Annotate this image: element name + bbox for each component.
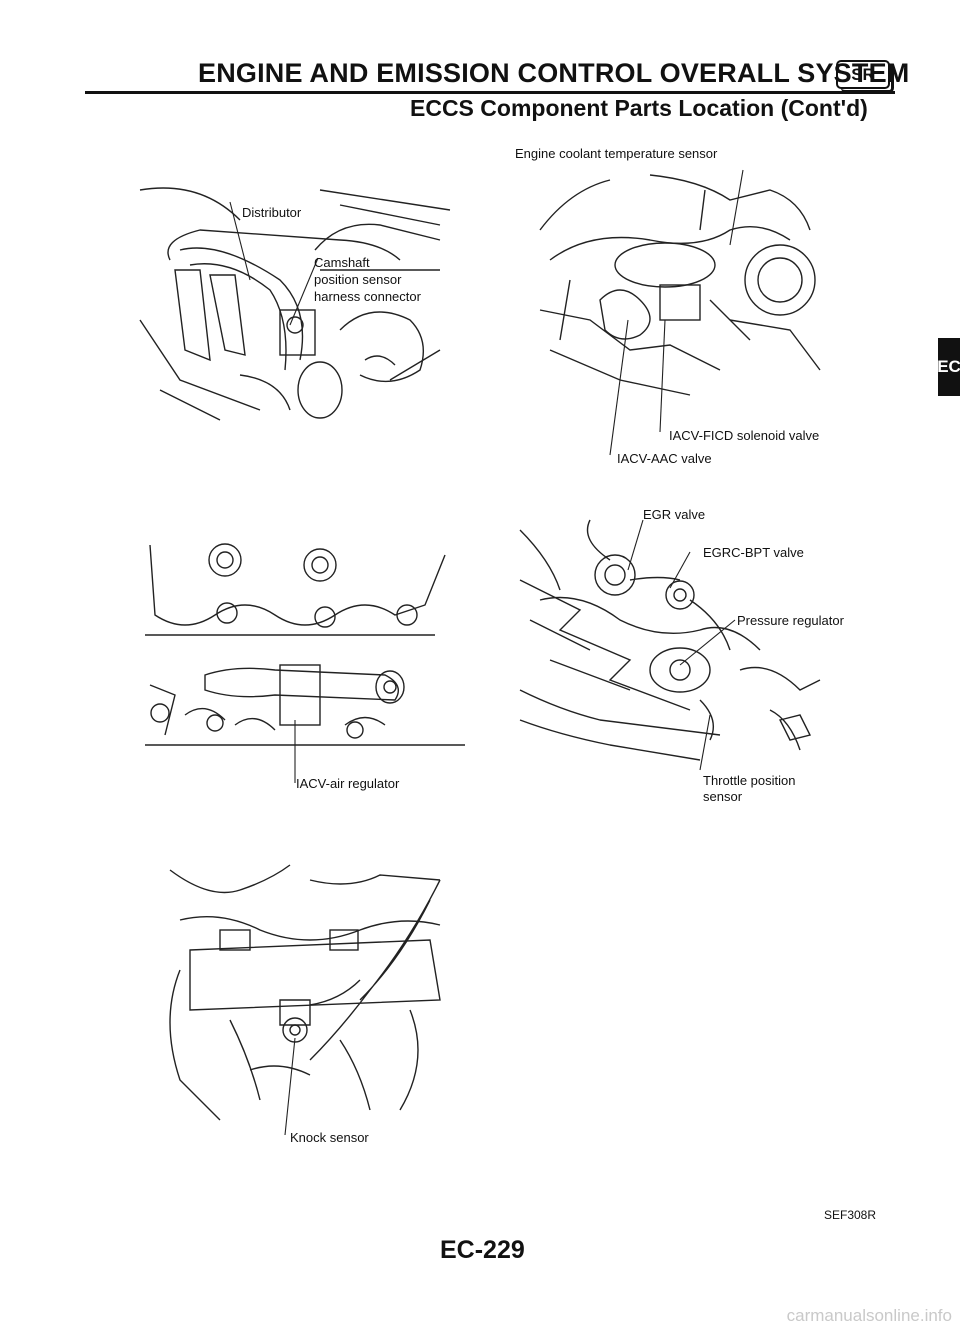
ficd-valve-label: IACV-FICD solenoid valve [669, 428, 820, 443]
iacv-air-regulator-label: IACV-air regulator [296, 776, 400, 791]
knock-sensor-illustration [169, 864, 441, 1136]
egr-valve-label: EGR valve [643, 507, 706, 522]
camshaft-label-3: harness connector [314, 289, 421, 304]
header-rule [85, 91, 895, 94]
reference-code: SEF308R [824, 1208, 877, 1222]
watermark-text: carmanualsonline.info [786, 1306, 952, 1325]
aac-valve-label: IACV-AAC valve [617, 451, 712, 466]
knock-sensor-label: Knock sensor [290, 1130, 369, 1145]
egr-throttle-illustration [519, 519, 821, 771]
coolant-sensor-illustration [539, 169, 821, 456]
throttle-sensor-label-1: Throttle position [703, 773, 796, 788]
section-tab[interactable]: EC [937, 338, 960, 396]
camshaft-label-2: position sensor [314, 272, 402, 287]
page-title: ENGINE AND EMISSION CONTROL OVERALL SYST… [198, 58, 910, 88]
camshaft-label-1: Camshaft [314, 255, 370, 270]
throttle-sensor-label-2: sensor [703, 789, 743, 804]
page-number: EC-229 [440, 1236, 525, 1264]
egrc-bpt-valve-label: EGRC-BPT valve [703, 545, 804, 560]
coolant-sensor-label: Engine coolant temperature sensor [515, 146, 718, 161]
distributor-label: Distributor [242, 205, 302, 220]
iacv-air-regulator-illustration [145, 543, 465, 783]
distributor-illustration [139, 187, 451, 421]
section-badge: SR [836, 60, 890, 89]
pressure-regulator-label: Pressure regulator [737, 613, 844, 628]
page-subtitle: ECCS Component Parts Location (Cont'd) [410, 95, 868, 121]
